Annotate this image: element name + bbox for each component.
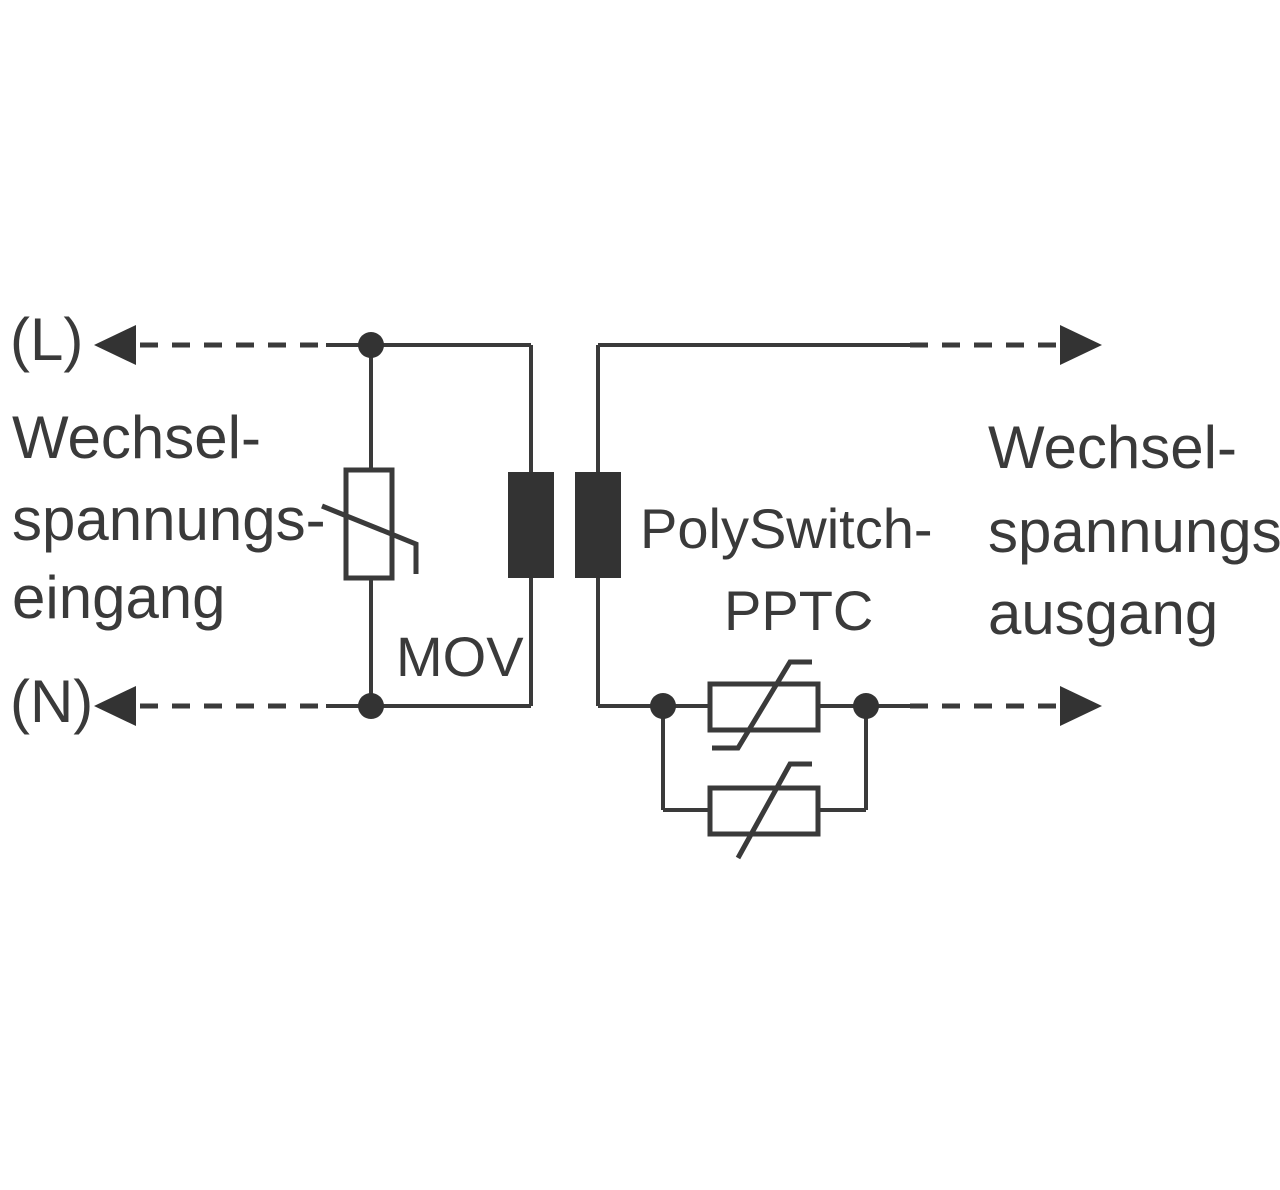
line-input-label: (L): [10, 306, 83, 373]
output-label-line2: spannungs-: [988, 498, 1280, 565]
mov-label: MOV: [396, 625, 524, 688]
secondary-wiring: [596, 343, 910, 812]
neutral-input-lead: [94, 686, 326, 726]
output-label-line3: ausgang: [988, 580, 1218, 647]
pptc-device-upper-icon: [707, 659, 821, 751]
transformer-secondary-core: [575, 472, 621, 578]
mov-varistor-icon: [321, 467, 419, 581]
junction-dot-line: [358, 332, 384, 358]
output-label-line1: Wechsel-: [988, 414, 1237, 481]
junction-dot-pptc-left: [650, 693, 676, 719]
junction-dot-neutral: [358, 693, 384, 719]
neutral-output-lead: [910, 686, 1102, 726]
junction-dot-pptc-right: [853, 693, 879, 719]
neutral-input-label: (N): [10, 668, 93, 735]
input-label-line2: spannungs-: [12, 486, 326, 553]
pptc-label-line1: PolySwitch-: [640, 497, 933, 560]
transformer-primary-core: [508, 472, 554, 578]
pptc-label-line2: PPTC: [724, 579, 873, 642]
pptc-device-lower-icon: [707, 761, 821, 860]
input-label-line3: eingang: [12, 564, 226, 631]
input-label-line1: Wechsel-: [12, 404, 261, 471]
line-input-lead: [94, 325, 326, 365]
line-output-lead: [910, 325, 1102, 365]
